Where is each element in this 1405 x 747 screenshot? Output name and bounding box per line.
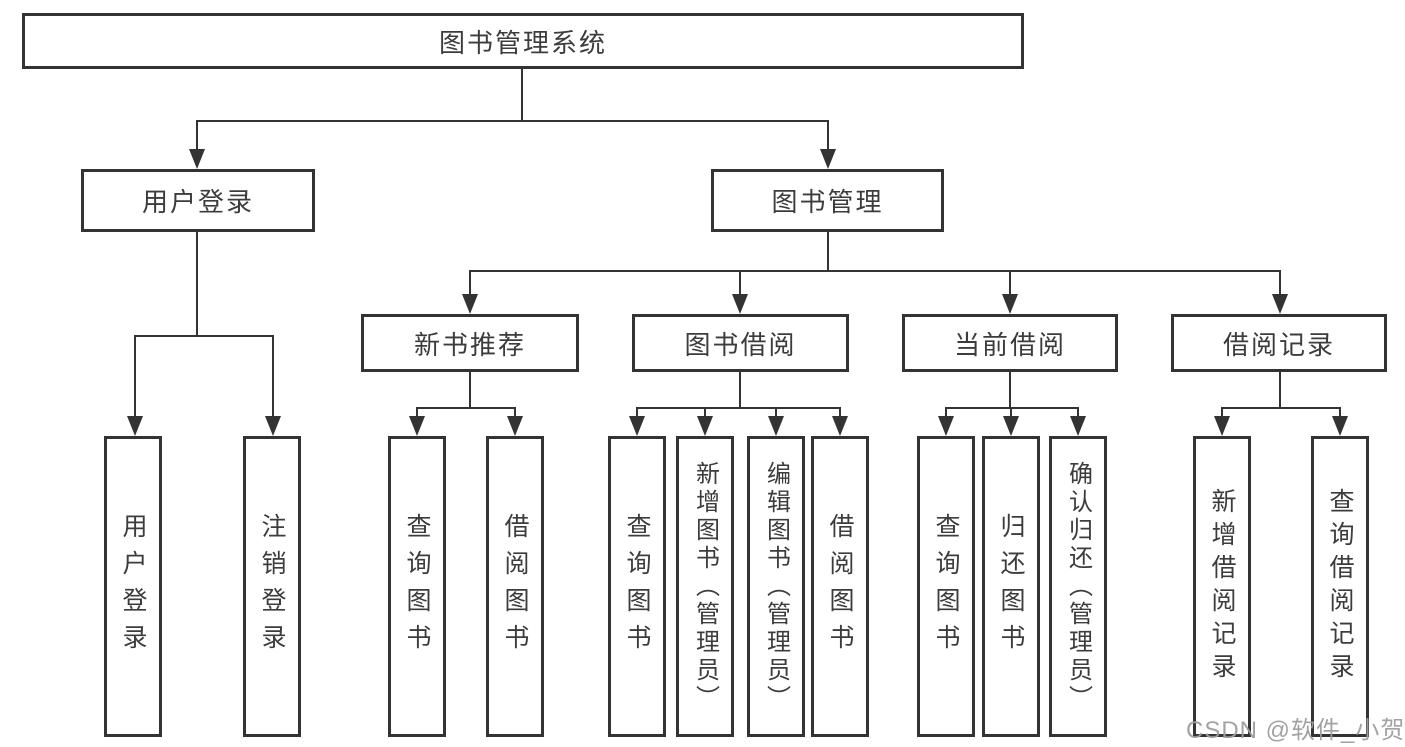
node-label: 图书借阅 <box>684 329 797 360</box>
node-label: 查询图书 <box>403 512 431 661</box>
node-leaf-edit-books-admin: 编辑图书（管理员） <box>747 436 805 737</box>
connector-line <box>775 407 777 419</box>
connector-line <box>134 335 136 418</box>
connector-line <box>704 407 706 419</box>
connector-line <box>469 270 1281 272</box>
arrow-down-icon <box>409 416 425 436</box>
arrow-down-icon <box>127 416 143 436</box>
node-label: 借阅记录 <box>1222 329 1335 360</box>
node-leaf-query-books-current: 查询图书 <box>917 436 975 737</box>
node-label: 新增图书（管理员） <box>691 460 719 713</box>
node-borrowing-records: 借阅记录 <box>1171 314 1387 372</box>
node-label: 图书管理 <box>771 187 884 217</box>
node-label: 用户登录 <box>141 187 254 217</box>
node-leaf-logout: 注销登录 <box>243 436 301 737</box>
node-label: 注销登录 <box>258 512 286 661</box>
arrow-down-icon <box>832 416 848 436</box>
node-label: 图书管理系统 <box>438 27 607 58</box>
connector-line <box>416 407 516 409</box>
arrow-down-icon <box>768 416 784 436</box>
connector-line <box>1221 407 1341 409</box>
connector-line <box>827 232 829 270</box>
node-leaf-user-login: 用户登录 <box>104 436 162 737</box>
arrow-down-icon <box>1003 416 1019 436</box>
connector-line <box>416 407 418 419</box>
connector-line <box>521 69 523 120</box>
node-label: 新增借阅记录 <box>1208 487 1236 686</box>
arrow-down-icon <box>1070 416 1086 436</box>
connector-line <box>739 372 741 407</box>
csdn-watermark: CSDN @软件_小贺同学 <box>1186 717 1405 744</box>
connector-line <box>469 270 471 296</box>
arrow-down-icon <box>820 149 836 169</box>
node-label: 编辑图书（管理员） <box>762 460 790 713</box>
arrow-down-icon <box>507 416 523 436</box>
node-label: 借阅图书 <box>826 512 854 661</box>
connector-line <box>272 335 274 418</box>
connector-line <box>827 120 829 152</box>
node-leaf-borrow-books-recommend: 借阅图书 <box>486 436 544 737</box>
connector-line <box>1077 407 1079 419</box>
connector-line <box>636 407 841 409</box>
connector-line <box>1009 270 1011 296</box>
arrow-down-icon <box>1272 294 1288 314</box>
arrow-down-icon <box>1332 416 1348 436</box>
arrow-down-icon <box>629 416 645 436</box>
arrow-down-icon <box>1002 294 1018 314</box>
connector-line <box>945 407 1079 409</box>
arrow-down-icon <box>938 416 954 436</box>
node-leaf-add-books-admin: 新增图书（管理员） <box>676 436 734 737</box>
connector-line <box>1009 372 1011 407</box>
node-leaf-confirm-return-admin: 确认归还（管理员） <box>1049 436 1107 737</box>
node-label: 确认归还（管理员） <box>1064 460 1092 713</box>
node-library-management-system: 图书管理系统 <box>22 13 1024 69</box>
node-label: 查询图书 <box>932 512 960 661</box>
connector-line <box>196 120 198 152</box>
connector-line <box>469 372 471 407</box>
node-leaf-add-borrow-record: 新增借阅记录 <box>1193 436 1251 737</box>
node-label: 查询图书 <box>623 512 651 661</box>
connector-line <box>1339 407 1341 419</box>
node-current-borrowing: 当前借阅 <box>902 314 1118 372</box>
node-leaf-query-books-borrowing: 查询图书 <box>608 436 666 737</box>
node-new-book-recommendation: 新书推荐 <box>361 314 579 372</box>
connector-line <box>739 270 741 296</box>
node-label: 用户登录 <box>119 512 147 661</box>
connector-line <box>134 335 274 337</box>
node-user-login: 用户登录 <box>81 169 315 232</box>
node-label: 新书推荐 <box>413 329 526 360</box>
connector-line <box>514 407 516 419</box>
node-label: 当前借阅 <box>953 329 1066 360</box>
connector-line <box>1279 372 1281 407</box>
connector-line <box>196 120 829 122</box>
connector-line <box>1279 270 1281 296</box>
connector-line <box>1221 407 1223 419</box>
node-label: 归还图书 <box>997 512 1025 661</box>
node-label: 查询借阅记录 <box>1326 487 1354 686</box>
node-book-borrowing: 图书借阅 <box>632 314 849 372</box>
arrow-down-icon <box>697 416 713 436</box>
node-leaf-query-books-recommend: 查询图书 <box>388 436 446 737</box>
node-leaf-query-borrow-record: 查询借阅记录 <box>1311 436 1369 737</box>
arrow-down-icon <box>1214 416 1230 436</box>
node-leaf-return-books: 归还图书 <box>982 436 1040 737</box>
connector-line <box>945 407 947 419</box>
arrow-down-icon <box>462 294 478 314</box>
node-book-management: 图书管理 <box>711 169 944 232</box>
connector-line <box>1010 407 1012 419</box>
connector-line <box>636 407 638 419</box>
connector-line <box>839 407 841 419</box>
arrow-down-icon <box>189 149 205 169</box>
arrow-down-icon <box>265 416 281 436</box>
node-leaf-borrow-books: 借阅图书 <box>811 436 869 737</box>
node-label: 借阅图书 <box>501 512 529 661</box>
arrow-down-icon <box>732 294 748 314</box>
connector-line <box>196 232 198 335</box>
